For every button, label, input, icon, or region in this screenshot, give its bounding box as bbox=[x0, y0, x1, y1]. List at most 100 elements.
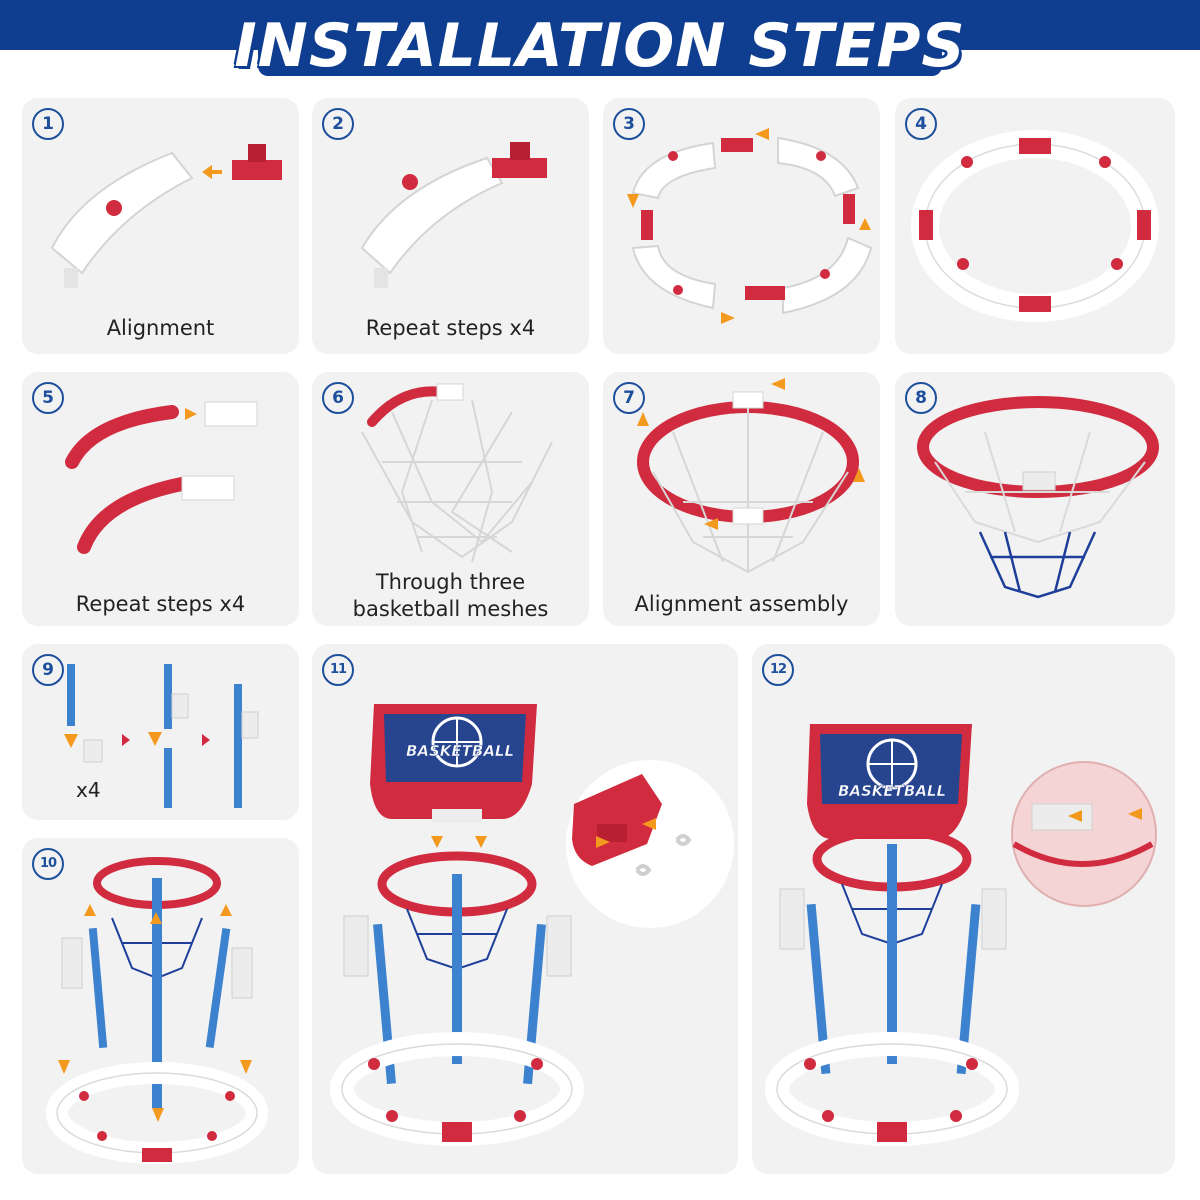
pole-2-bottom bbox=[164, 748, 172, 808]
arrow-orange-icon bbox=[152, 1108, 164, 1122]
left-holder bbox=[61, 937, 83, 989]
arrow-orange-icon bbox=[627, 194, 639, 208]
step-11-number: 11 bbox=[322, 654, 354, 686]
t-connector bbox=[232, 160, 282, 180]
right-holder bbox=[231, 947, 253, 999]
step-7-number: 7 bbox=[613, 382, 645, 414]
ring-segment-2 bbox=[777, 136, 860, 198]
step-5-panel: 5 Repeat steps x4 bbox=[22, 372, 299, 626]
pole-1 bbox=[67, 664, 75, 726]
step-9-multiplier: x4 bbox=[76, 778, 101, 802]
backboard-label: BASKETBALL bbox=[406, 742, 514, 760]
arrow-orange-icon bbox=[185, 408, 197, 420]
step-11-illustration: BASKETBALL bbox=[330, 704, 734, 1146]
backboard-panel bbox=[384, 714, 526, 782]
pole-2-top bbox=[164, 664, 172, 729]
clip-piece bbox=[675, 834, 692, 846]
step-6-caption-line1: Through three bbox=[375, 570, 526, 594]
arrow-orange-icon bbox=[755, 128, 769, 140]
ring-segment-1 bbox=[631, 141, 717, 200]
step-11-panel: 11 BASKETBALL bbox=[312, 644, 738, 1174]
net-mesh bbox=[652, 407, 849, 574]
arrow-orange-icon bbox=[202, 165, 212, 179]
t-connector-bottom bbox=[1019, 296, 1051, 312]
left-pole bbox=[88, 927, 108, 1049]
page-title: INSTALLATION STEPS bbox=[234, 11, 966, 81]
step-3-number: 3 bbox=[613, 108, 645, 140]
left-holder bbox=[343, 915, 369, 977]
step-2-number: 2 bbox=[322, 108, 354, 140]
t-connector-right bbox=[843, 194, 855, 224]
step-3-illustration bbox=[627, 128, 873, 324]
step-6-number: 6 bbox=[322, 382, 354, 414]
right-holder bbox=[546, 915, 572, 977]
center-pole bbox=[152, 878, 162, 1108]
step-12-number: 12 bbox=[762, 654, 794, 686]
step-9-illustration bbox=[64, 664, 259, 808]
step-7-illustration bbox=[637, 378, 865, 574]
ring-segment bbox=[50, 151, 194, 275]
arrow-orange-icon bbox=[431, 836, 443, 848]
arrow-orange-icon bbox=[150, 912, 162, 924]
arrow-orange-icon bbox=[637, 412, 649, 426]
arrow-orange-icon bbox=[721, 312, 735, 324]
step-6-illustration bbox=[361, 383, 553, 563]
center-pole bbox=[887, 844, 897, 1064]
arrow-orange-icon bbox=[704, 518, 718, 530]
t-connector-left bbox=[641, 210, 653, 240]
connector-end bbox=[374, 268, 388, 288]
step-arrow-red-icon bbox=[122, 734, 130, 746]
step-8-panel: 8 bbox=[895, 372, 1175, 626]
step-2-caption: Repeat steps x4 bbox=[365, 316, 536, 340]
net-mesh-blue bbox=[978, 531, 1097, 599]
detail-circle bbox=[1011, 761, 1157, 907]
step-10-panel: 10 bbox=[22, 838, 299, 1174]
arrow-orange-icon bbox=[771, 378, 785, 390]
step-arrow-red-icon bbox=[202, 734, 210, 746]
arrow-orange-icon bbox=[84, 904, 96, 916]
arrow-orange-icon bbox=[642, 818, 656, 830]
net-mesh-white bbox=[934, 431, 1146, 544]
rim-arc bbox=[367, 386, 447, 427]
step-4-panel: 4 bbox=[895, 98, 1175, 354]
arrow-orange-icon bbox=[240, 1060, 252, 1074]
arrow-orange-icon bbox=[64, 734, 78, 748]
rim-joint-1 bbox=[204, 401, 258, 427]
step-6-caption-line2: basketball meshes bbox=[352, 597, 549, 621]
clip-piece bbox=[635, 864, 652, 876]
step-10-number: 10 bbox=[32, 848, 64, 880]
arrow-orange-icon bbox=[1068, 810, 1082, 822]
holder-clip bbox=[83, 739, 103, 763]
backboard-label: BASKETBALL bbox=[838, 782, 946, 800]
arrow-orange-icon bbox=[148, 732, 162, 746]
step-6-panel: 6 Through three basketball meshes bbox=[312, 372, 589, 626]
t-connector-left bbox=[919, 210, 933, 240]
arrow-orange-icon bbox=[475, 836, 487, 848]
arrow-orange-icon bbox=[58, 1060, 70, 1074]
t-connector-bottom bbox=[745, 286, 785, 300]
left-pole bbox=[806, 903, 831, 1075]
detail-backboard bbox=[572, 774, 662, 866]
right-holder bbox=[981, 888, 1007, 950]
left-holder bbox=[779, 888, 805, 950]
center-pole bbox=[452, 874, 462, 1064]
step-1-panel: 1 Alignment bbox=[22, 98, 299, 354]
step-2-panel: 2 Repeat steps x4 bbox=[312, 98, 589, 354]
t-connector bbox=[492, 158, 547, 178]
arrow-orange-icon bbox=[859, 218, 871, 230]
t-connector-top bbox=[1019, 138, 1051, 154]
pole-3 bbox=[234, 684, 242, 808]
step-1-illustration bbox=[50, 144, 282, 288]
base-t-connector bbox=[442, 1122, 472, 1142]
arrow-orange-icon bbox=[596, 836, 610, 848]
step-1-number: 1 bbox=[32, 108, 64, 140]
step-7-panel: 7 Alignment assembly bbox=[603, 372, 880, 626]
ring-segment-3 bbox=[631, 244, 717, 310]
net-mesh bbox=[361, 399, 553, 563]
step-1-caption: Alignment bbox=[106, 316, 215, 340]
red-button bbox=[106, 200, 122, 216]
t-connector-socket bbox=[510, 142, 530, 160]
step-3-panel: 3 bbox=[603, 98, 880, 354]
t-connector-right bbox=[1137, 210, 1151, 240]
rim-arc-2 bbox=[77, 477, 189, 554]
